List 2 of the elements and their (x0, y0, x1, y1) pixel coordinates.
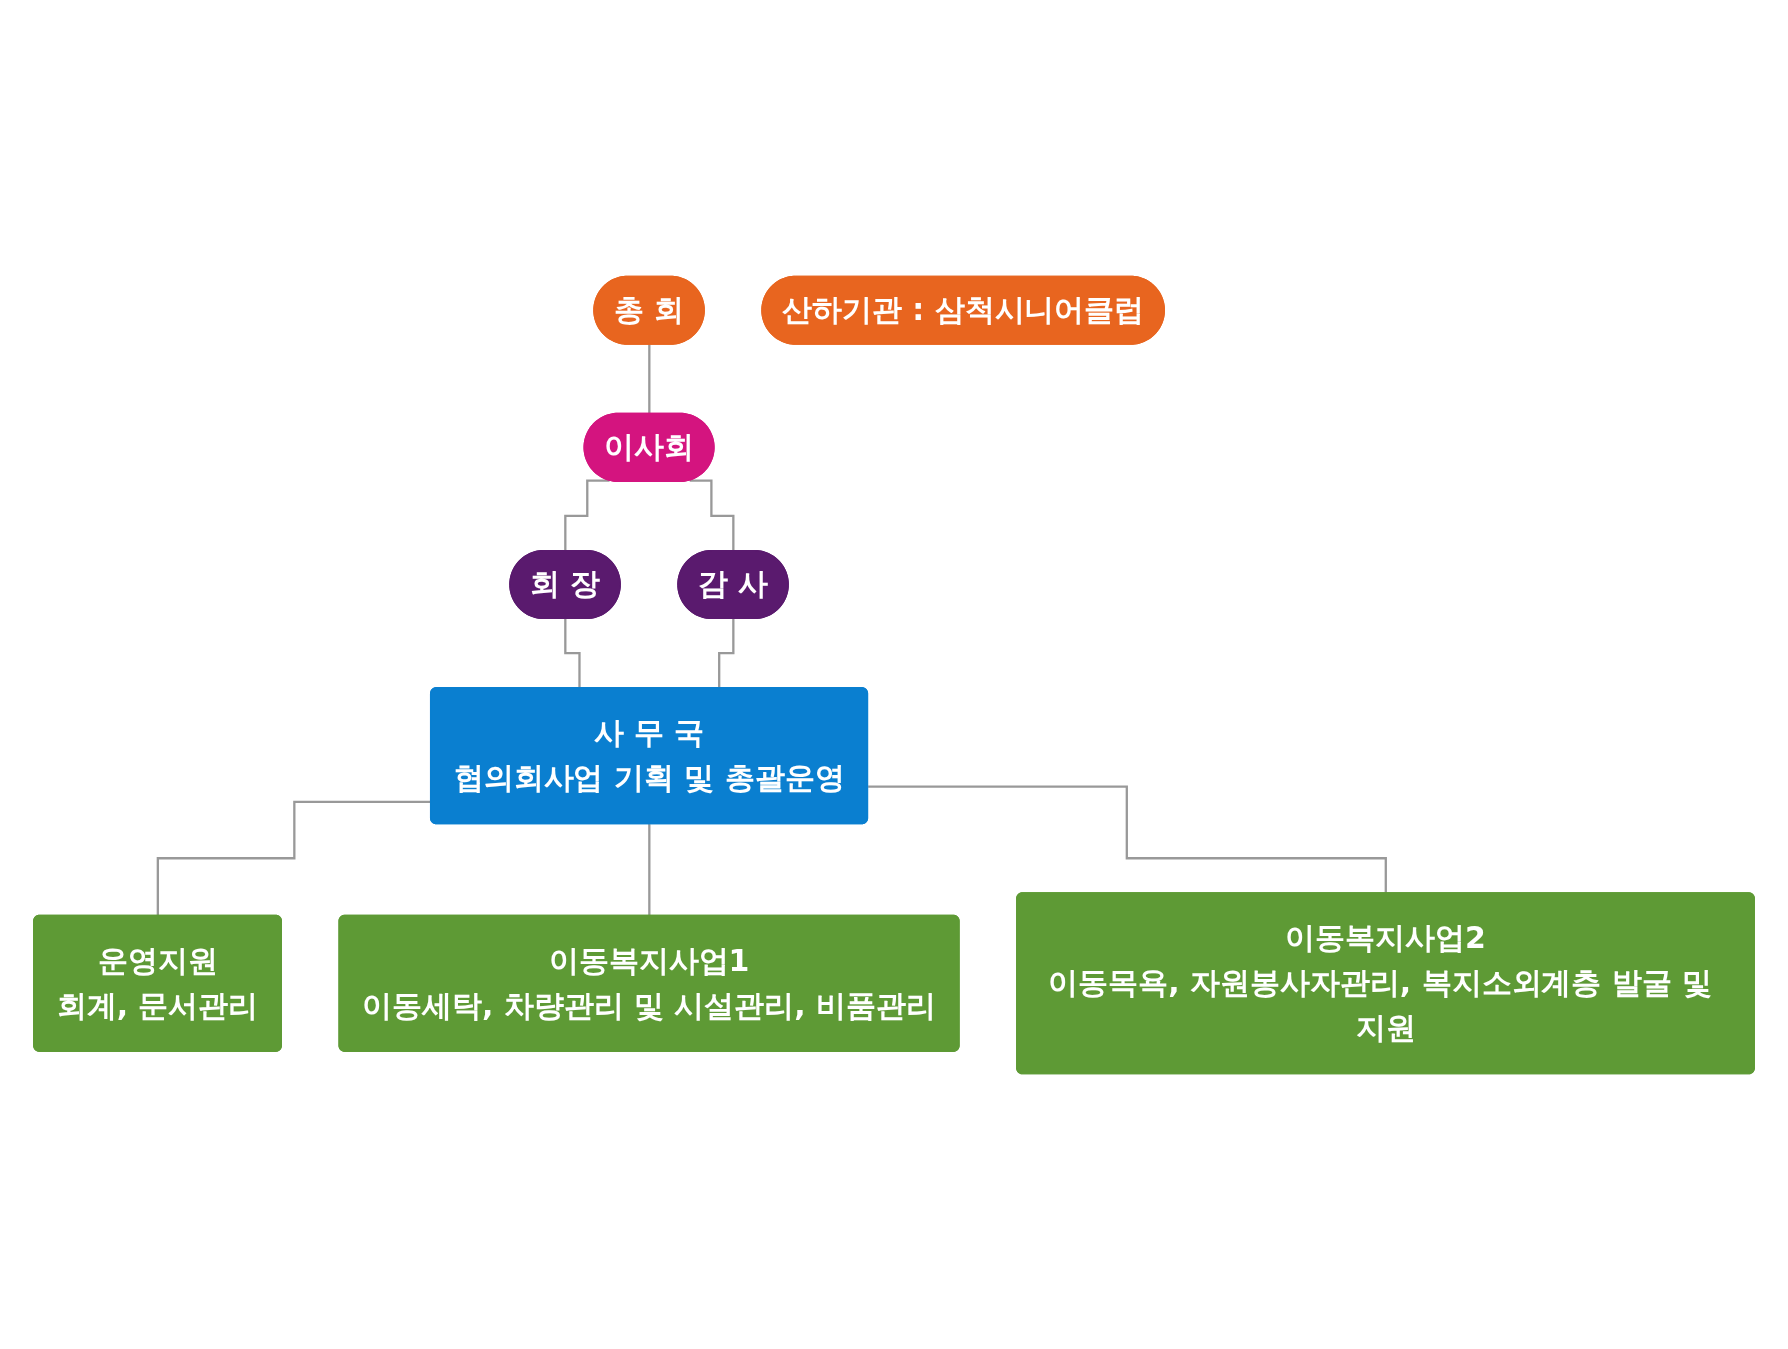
connector (689, 479, 735, 552)
connector (564, 479, 610, 552)
